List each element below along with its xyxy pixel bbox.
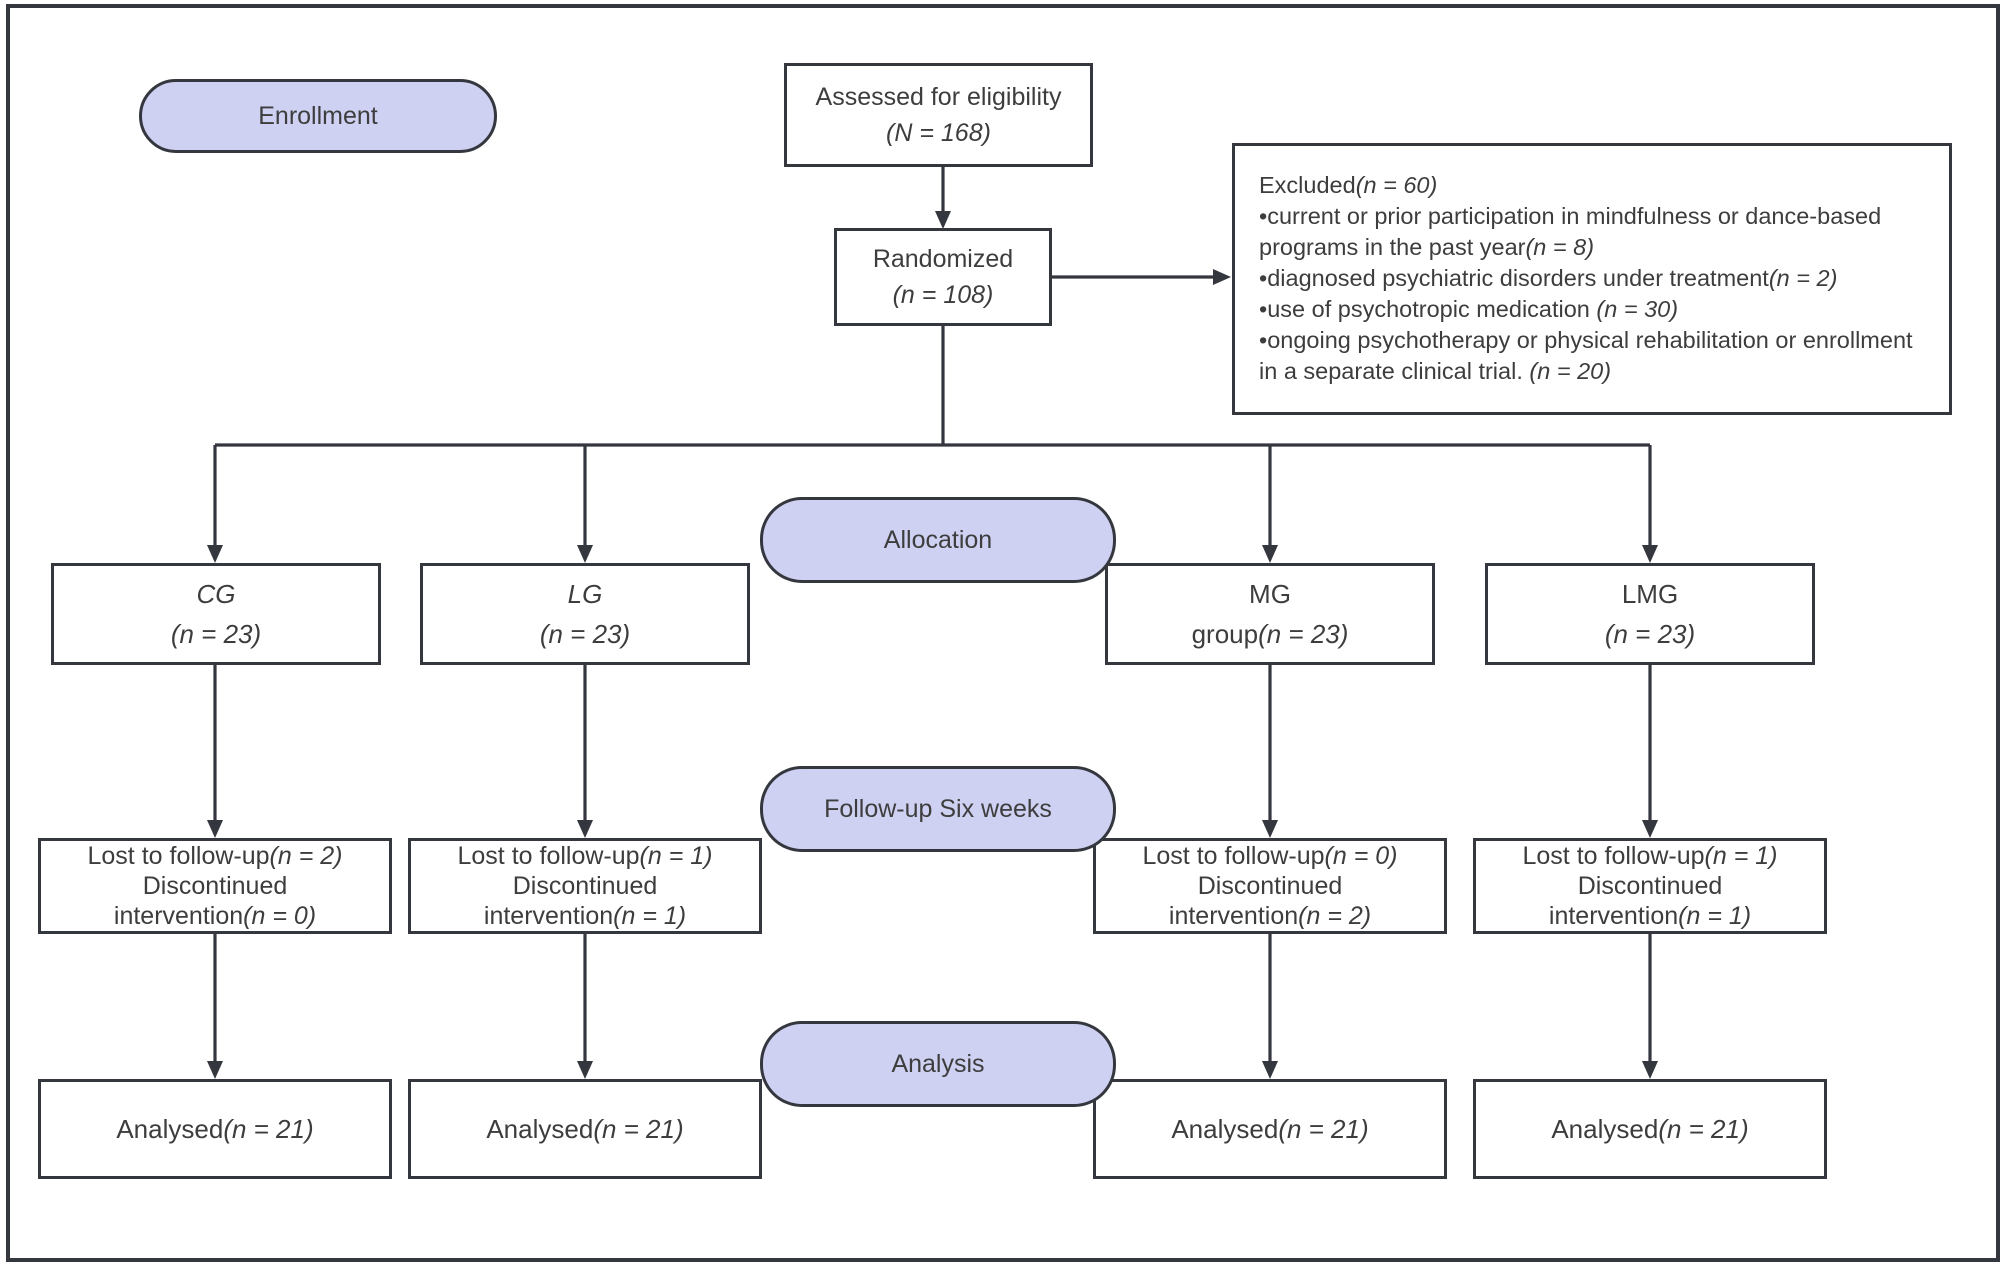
- randomized-box: Randomized (n = 108): [834, 228, 1052, 326]
- lost-to-followup-box-mg: Lost to follow-up(n = 0) Discontinued in…: [1093, 838, 1447, 934]
- enrollment-stage-pill: Enrollment: [139, 79, 497, 153]
- arrowhead-cg-to-lost: [207, 820, 223, 838]
- analysed-box-lmg: Analysed(n = 21): [1473, 1079, 1827, 1179]
- analysis-stage-label: Analysis: [891, 1049, 985, 1078]
- group-count-lmg: (n = 23): [1604, 619, 1696, 649]
- analysed-box-lg: Analysed(n = 21): [408, 1079, 762, 1179]
- group-name-lg: LG: [567, 579, 603, 609]
- excluded-item: •current or prior participation in mindf…: [1259, 203, 1882, 260]
- lost-to-followup-box-lg: Lost to follow-up(n = 1) Discontinued in…: [408, 838, 762, 934]
- intervention-line: intervention(n = 0): [113, 902, 317, 930]
- group-name-lmg: LMG: [1621, 579, 1679, 609]
- lost-to-followup-box-lmg: Lost to follow-up(n = 1) Discontinued in…: [1473, 838, 1827, 934]
- arrowhead-lmg-to-lost: [1642, 820, 1658, 838]
- excluded-count: (n = 60): [1355, 172, 1438, 198]
- excluded-title: Excluded: [1259, 172, 1356, 198]
- excluded-item: •use of psychotropic medication (n = 30): [1259, 296, 1679, 322]
- allocation-stage-label: Allocation: [883, 525, 993, 554]
- excluded-item: •diagnosed psychiatric disorders under t…: [1259, 265, 1838, 291]
- excluded-box: Excluded(n = 60) •current or prior parti…: [1232, 143, 1952, 415]
- intervention-line: intervention(n = 2): [1168, 902, 1372, 930]
- group-box-lmg: LMG (n = 23): [1485, 563, 1815, 665]
- analysed-box-mg: Analysed(n = 21): [1093, 1079, 1447, 1179]
- arrowhead-lg-to-lost: [577, 820, 593, 838]
- analysed-box-cg: Analysed(n = 21): [38, 1079, 392, 1179]
- lost-line: Lost to follow-up(n = 1): [457, 842, 713, 870]
- arrowhead-mg-to-lost: [1262, 820, 1278, 838]
- arrowhead-split-to-mg: [1262, 545, 1278, 563]
- group-name-cg: CG: [196, 579, 236, 609]
- lost-line: Lost to follow-up(n = 0): [1142, 842, 1398, 870]
- allocation-stage-pill: Allocation: [760, 497, 1116, 583]
- analysed-line: Analysed(n = 21): [1551, 1113, 1749, 1144]
- group-box-mg: MG group(n = 23): [1105, 563, 1435, 665]
- arrowhead-lost-to-analysed-lg: [577, 1061, 593, 1079]
- group-name-mg: MG: [1249, 579, 1291, 609]
- randomized-label: Randomized: [872, 245, 1014, 273]
- analysed-line: Analysed(n = 21): [1171, 1113, 1369, 1144]
- arrowhead-randomized-to-excluded: [1213, 269, 1231, 285]
- enrollment-stage-label: Enrollment: [258, 101, 378, 130]
- followup-stage-pill: Follow-up Six weeks: [760, 766, 1116, 852]
- arrowhead-lost-to-analysed-mg: [1262, 1061, 1278, 1079]
- assessed-for-eligibility-box: Assessed for eligibility (N = 168): [784, 63, 1093, 167]
- group-count-lg: (n = 23): [539, 619, 631, 649]
- discontinued-line: Discontinued: [1577, 872, 1723, 900]
- group-count-mg: group(n = 23): [1191, 619, 1349, 649]
- randomized-count: (n = 108): [892, 281, 994, 309]
- arrowhead-lost-to-analysed-cg: [207, 1061, 223, 1079]
- lost-to-followup-box-cg: Lost to follow-up(n = 2) Discontinued in…: [38, 838, 392, 934]
- assessed-count: (N = 168): [886, 119, 991, 147]
- lost-line: Lost to follow-up(n = 2): [87, 842, 343, 870]
- intervention-line: intervention(n = 1): [483, 902, 687, 930]
- discontinued-line: Discontinued: [1197, 872, 1343, 900]
- analysed-line: Analysed(n = 21): [486, 1113, 684, 1144]
- discontinued-line: Discontinued: [512, 872, 658, 900]
- excluded-item: •ongoing psychotherapy or physical rehab…: [1259, 327, 1913, 384]
- arrowhead-split-to-lg: [577, 545, 593, 563]
- group-box-lg: LG (n = 23): [420, 563, 750, 665]
- analysed-line: Analysed(n = 21): [116, 1113, 314, 1144]
- group-box-cg: CG (n = 23): [51, 563, 381, 665]
- excluded-title-line: Excluded(n = 60): [1259, 170, 1927, 201]
- followup-stage-label: Follow-up Six weeks: [824, 794, 1052, 823]
- analysis-stage-pill: Analysis: [760, 1021, 1116, 1107]
- lost-line: Lost to follow-up(n = 1): [1522, 842, 1778, 870]
- group-count-cg: (n = 23): [170, 619, 262, 649]
- discontinued-line: Discontinued: [142, 872, 288, 900]
- arrowhead-assessed-to-randomized: [935, 211, 951, 229]
- intervention-line: intervention(n = 1): [1548, 902, 1752, 930]
- arrowhead-lost-to-analysed-lmg: [1642, 1061, 1658, 1079]
- assessed-label: Assessed for eligibility: [815, 83, 1062, 111]
- arrowhead-split-to-cg: [207, 545, 223, 563]
- arrowhead-split-to-lmg: [1642, 545, 1658, 563]
